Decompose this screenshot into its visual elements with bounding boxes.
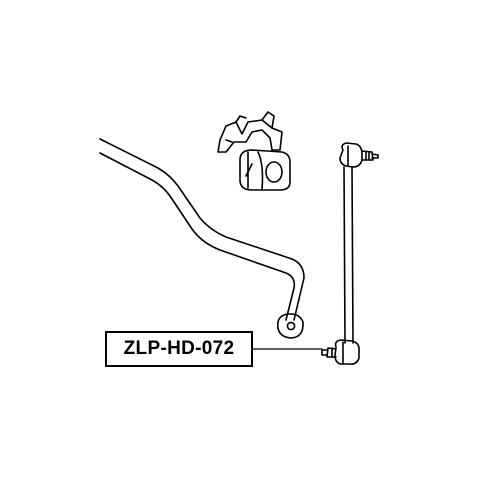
stabilizer-link bbox=[321, 142, 379, 365]
stabilizer-bar bbox=[99, 138, 305, 339]
bushing-bracket bbox=[217, 111, 283, 153]
part-number-text: ZLP-HD-072 bbox=[123, 338, 235, 359]
stabilizer-bushing bbox=[239, 149, 291, 191]
part-number-label: ZLP-HD-072 bbox=[105, 331, 253, 367]
